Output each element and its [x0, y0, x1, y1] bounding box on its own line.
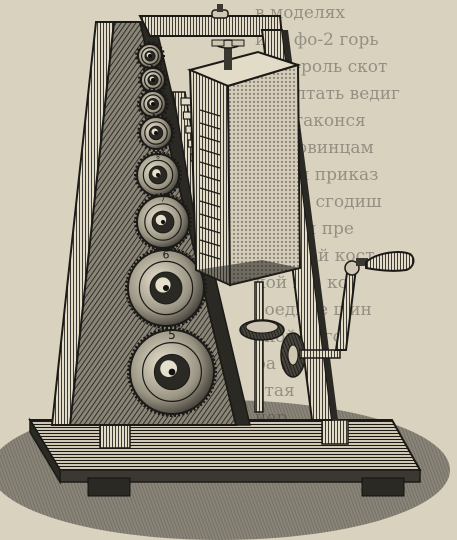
gear-wheel: 6 — [125, 246, 207, 330]
column-mark — [199, 226, 221, 234]
column-mark — [199, 135, 221, 143]
gear-wheel: 8 — [134, 151, 182, 199]
column-mark — [199, 174, 221, 182]
column-mark — [199, 122, 221, 130]
column-mark — [199, 109, 221, 117]
drive-shaft — [239, 281, 341, 413]
crank-handle-icon — [334, 251, 415, 351]
gear-wheel — [137, 114, 175, 152]
column-mark — [199, 200, 221, 208]
gear-label: 5 — [168, 328, 176, 342]
gear-stack: 8 7 6 5 — [125, 40, 217, 418]
background-text-line: стая — [255, 381, 295, 401]
gear-wheel: 7 — [134, 193, 192, 251]
base-board — [28, 417, 422, 497]
column-mark — [199, 239, 221, 247]
column-mark — [199, 161, 221, 169]
gear-label: 8 — [156, 154, 160, 161]
gear-label: 7 — [161, 196, 165, 204]
gear-label: 6 — [163, 248, 170, 261]
gear-wheel: 5 — [127, 326, 217, 418]
gear-wheel — [137, 87, 169, 121]
column-mark — [199, 213, 221, 221]
drum-column — [186, 39, 302, 287]
column-mark — [199, 187, 221, 195]
column-mark — [199, 252, 221, 260]
column-mark — [199, 148, 221, 156]
column-top-key — [211, 39, 245, 70]
